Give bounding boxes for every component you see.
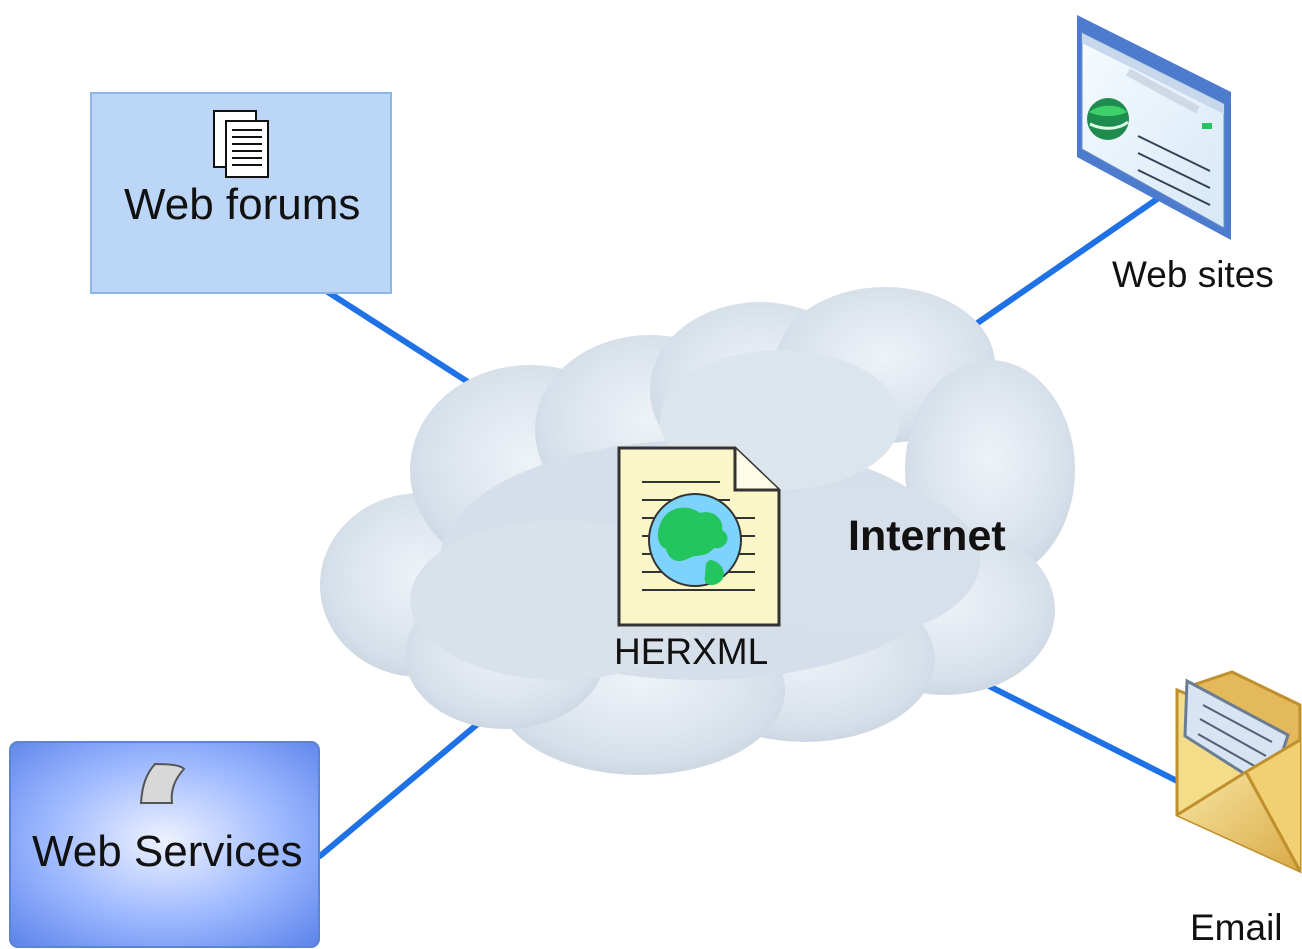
- herxml-label: HERXML: [614, 631, 768, 672]
- internet-label: Internet: [848, 512, 1006, 560]
- herxml-node: HERXML: [614, 446, 781, 672]
- browser-window-icon: [1077, 15, 1231, 240]
- web-sites-label: Web sites: [1112, 254, 1274, 295]
- web-services-label: Web Services: [32, 827, 303, 876]
- web-services-node: Web Services: [9, 741, 320, 948]
- leaf-icon: [139, 762, 186, 804]
- connector-web-sites: [957, 194, 1163, 338]
- web-forums-node: Web forums: [90, 92, 392, 294]
- document-stack-icon: [213, 110, 269, 178]
- web-services-box: [9, 741, 320, 948]
- envelope-icon: [1175, 670, 1302, 874]
- web-forums-label: Web forums: [124, 180, 360, 229]
- connector-email: [982, 681, 1188, 788]
- connector-web-services: [317, 719, 483, 859]
- email-node: Email: [1175, 670, 1302, 948]
- email-label: Email: [1190, 907, 1283, 948]
- globe-document-icon: [617, 446, 781, 627]
- web-sites-node: Web sites: [1077, 15, 1274, 295]
